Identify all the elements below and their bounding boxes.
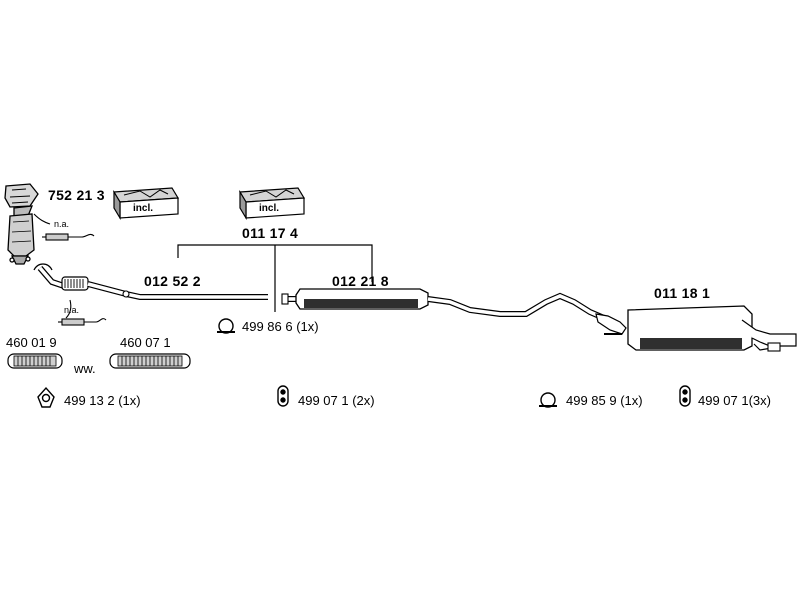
fitting-rubber-mount-middle: 499 07 1 (2x): [298, 393, 375, 408]
fitting-clamp-middle: 499 86 6 (1x): [242, 319, 319, 334]
rear-silencer: [595, 305, 797, 352]
ww-label: ww.: [74, 361, 96, 376]
part-number-flex-pipe-b: 460 07 1: [120, 335, 171, 350]
part-number-rear-silencer: 011 18 1: [654, 285, 711, 301]
mounting-kit-box-icon: [238, 187, 306, 221]
oxygen-sensor-icon: [33, 213, 95, 241]
fitting-clamp-rear: 499 85 9 (1x): [566, 393, 643, 408]
na-label-bottom: n.a.: [64, 305, 80, 315]
middle-silencer: [281, 288, 606, 321]
part-number-front-pipe: 012 52 2: [144, 273, 201, 289]
part-number-manifold-cat: 752 21 3: [48, 187, 105, 203]
flex-pipe-icon: [109, 353, 191, 369]
oxygen-sensor-icon: [58, 299, 107, 326]
part-number-middle-assembly: 011 17 4: [242, 225, 299, 241]
fitting-gasket-front: 499 13 2 (1x): [64, 393, 141, 408]
pipe-clamp-icon: [539, 392, 557, 408]
mounting-kit-box-icon: [112, 187, 180, 221]
pipe-clamp-icon: [217, 318, 235, 334]
flange-gasket-icon: [37, 386, 55, 408]
part-number-flex-pipe-a: 460 01 9: [6, 335, 57, 350]
fitting-rubber-mount-rear: 499 07 1(3x): [698, 393, 771, 408]
front-pipe: [33, 263, 268, 300]
incl-label-left: incl.: [133, 203, 154, 214]
incl-label-right: incl.: [259, 203, 280, 214]
assembly-bracket: [177, 244, 373, 312]
rubber-mount-icon: [277, 385, 289, 407]
catalytic-converter-icon: [4, 183, 39, 265]
rubber-mount-icon: [679, 385, 691, 407]
part-number-middle-silencer: 012 21 8: [332, 273, 389, 289]
na-label-top: n.a.: [54, 219, 70, 229]
flex-pipe-icon: [7, 353, 63, 369]
